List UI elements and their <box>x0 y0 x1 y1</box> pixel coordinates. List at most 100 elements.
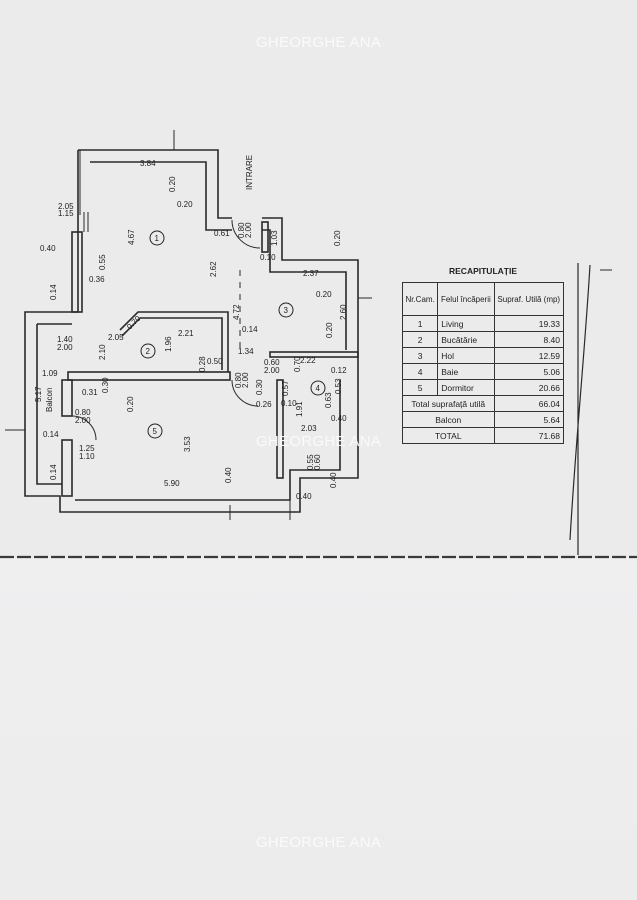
entrance-door-swing <box>231 219 261 249</box>
room-nr: 5 <box>401 379 439 396</box>
living-window <box>79 150 89 232</box>
dim-label: 0.80 <box>234 372 243 388</box>
dim-label: 0.10 <box>260 253 276 262</box>
dim-label: 2.00 <box>244 222 253 238</box>
room-number: 5 <box>153 427 158 436</box>
room-number: 1 <box>155 234 160 243</box>
axis-ticks <box>5 130 612 520</box>
dim-label: 4.72 <box>232 304 241 320</box>
dim-label: 0.40 <box>224 467 233 483</box>
room-number: 4 <box>316 384 321 393</box>
dim-label: 2.22 <box>300 356 316 365</box>
dim-label: 0.30 <box>101 377 110 393</box>
recap-table: RECAPITULAȚIE Nr.Cam. Felul încăperii Su… <box>401 266 564 444</box>
dim-label: 1.91 <box>295 401 304 417</box>
dim-label: 0.26 <box>256 400 272 409</box>
dim-label: 0.70 <box>125 314 143 332</box>
dim-label: 1.09 <box>42 369 58 378</box>
bedroom-left-wall-top <box>61 379 73 417</box>
dim-label: 0.40 <box>331 414 347 423</box>
dim-label: 1.40 <box>57 335 73 344</box>
dim-label: 0.14 <box>43 430 59 439</box>
total-useful-value: 66.04 <box>493 395 564 412</box>
header-room-type: Felul încăperii <box>437 282 495 316</box>
dim-label: 0.60 <box>264 358 280 367</box>
watermark-top: GHEORGHE ANA <box>255 34 382 51</box>
room-name: Living <box>437 315 495 332</box>
dim-label: 0.57 <box>281 380 290 396</box>
total-value: 71.68 <box>493 427 564 444</box>
header-area: Supraf. Utilă (mp) <box>493 282 564 316</box>
dim-label: 0.20 <box>168 176 177 192</box>
dim-label: 2.60 <box>339 304 348 320</box>
total-useful-label: Total suprafață utilă <box>402 395 495 412</box>
room-nr: 1 <box>401 315 439 332</box>
entrance-label: INTRARE <box>245 155 254 190</box>
edge-lines <box>569 263 591 555</box>
room-name: Dormitor <box>437 379 495 396</box>
dim-label: 0.40 <box>329 472 338 488</box>
dim-label: 0.20 <box>126 396 135 412</box>
dim-label: 0.63 <box>324 392 333 408</box>
balcony-label: Balcon <box>402 411 495 428</box>
dim-label: 1.96 <box>164 336 173 352</box>
room-name: Baie <box>437 363 495 380</box>
dim-label: 5.17 <box>34 386 43 402</box>
entrance-wall <box>261 221 269 253</box>
dim-label: 1.34 <box>238 347 254 356</box>
balcony-label: Balcon <box>45 388 54 412</box>
dim-label: 0.80 <box>237 222 246 238</box>
dim-label: 0.14 <box>242 325 258 334</box>
dim-label: 0.28 <box>198 356 207 372</box>
dim-label: 0.55 <box>306 454 315 470</box>
lower-page <box>0 558 637 900</box>
dim-label: 0.40 <box>40 244 56 253</box>
bedroom-left-wall-bottom <box>61 439 73 497</box>
dim-label: 2.00 <box>57 343 73 352</box>
room-name: Hol <box>437 347 495 364</box>
bath-left-wall <box>276 379 284 479</box>
dim-label: 0.20 <box>177 200 193 209</box>
room-area: 12.59 <box>493 347 564 364</box>
dim-label: 4.67 <box>127 229 136 245</box>
dim-label: 2.00 <box>75 416 91 425</box>
watermark-bottom: GHEORGHE ANA <box>255 834 382 851</box>
dim-label: 0.20 <box>333 230 342 246</box>
dim-label: 2.10 <box>98 344 107 360</box>
chimney-block <box>71 231 83 313</box>
hall-bath-wall <box>269 351 359 358</box>
dim-label: 2.21 <box>178 329 194 338</box>
header-nr: Nr.Cam. <box>401 282 439 316</box>
room-area: 8.40 <box>493 331 564 348</box>
total-label: TOTAL <box>402 427 495 444</box>
dim-label: 0.14 <box>49 284 58 300</box>
dimension-labels: 3.84 0.20 0.20 0.80 2.00 0.61 1.03 0.10 … <box>34 159 348 501</box>
dim-label: 1.10 <box>79 452 95 461</box>
dim-label: 0.10 <box>281 399 297 408</box>
dim-label: 2.03 <box>301 424 317 433</box>
dim-label: 0.20 <box>325 322 334 338</box>
room-number: 3 <box>284 306 289 315</box>
dim-label: 0.50 <box>207 357 223 366</box>
kitchen-wall <box>119 311 229 372</box>
inner-wall-bottom <box>36 323 341 501</box>
room-area: 5.06 <box>493 363 564 380</box>
kitchen-bedroom-wall <box>67 371 231 381</box>
dim-label: 0.30 <box>255 379 264 395</box>
dim-label: 0.60 <box>313 454 322 470</box>
walls <box>0 130 637 559</box>
dim-label: 2.00 <box>241 372 250 388</box>
dim-label: 2.05 <box>58 202 74 211</box>
balcony-door-swing <box>71 415 97 441</box>
dim-label: 0.70 <box>293 356 302 372</box>
room-area: 20.66 <box>493 379 564 396</box>
